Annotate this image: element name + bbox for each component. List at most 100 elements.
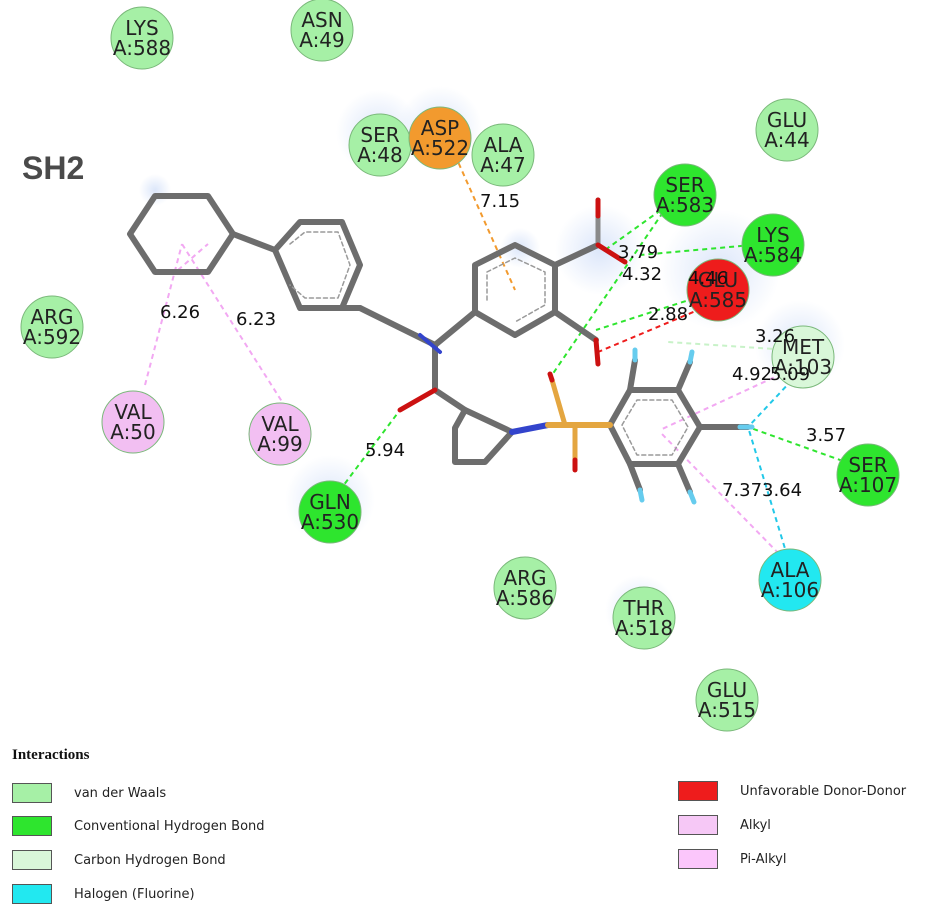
panel-label: SH2 (22, 150, 85, 186)
legend-swatch-chbond (12, 850, 52, 870)
residue-circle (101, 390, 165, 454)
distance-label-d-3-57: 3.57 (806, 425, 846, 446)
legend-swatch-pialkyl (678, 849, 718, 869)
residue-label: A:518 (615, 616, 673, 640)
distance-label-d-4-46: 4.46 (688, 268, 728, 289)
distance-label-d-3-79: 3.79 (618, 242, 658, 263)
residue-label: ALA (771, 558, 810, 582)
residue-label: A:583 (656, 193, 714, 217)
residue-label: VAL (261, 412, 299, 436)
residue-label: A:47 (480, 153, 526, 177)
legend-item-hbond: Conventional Hydrogen Bond (12, 815, 265, 837)
residue-label: ALA (484, 133, 523, 157)
residue-label: ARG (503, 566, 546, 590)
legend-item-pialkyl: Pi-Alkyl (678, 848, 786, 870)
line-halogen-a (747, 379, 793, 428)
residue-circle (110, 6, 174, 70)
legend-title: Interactions (12, 747, 90, 763)
residue-label: A:515 (698, 698, 756, 722)
residue-label: A:49 (299, 28, 345, 52)
legend-swatch-vdw (12, 783, 52, 803)
residue-circle (290, 0, 354, 62)
line-ser583-a (604, 204, 669, 251)
residue-label: GLN (309, 490, 351, 514)
legend-swatch-alkyl (678, 815, 718, 835)
residue-label: GLU (698, 268, 738, 292)
residue-label: ASP (421, 116, 459, 140)
line-val50-a (144, 243, 183, 386)
residue-label: A:107 (839, 473, 897, 497)
line-glu585-unfav (597, 304, 711, 353)
residue-label: ASN (301, 8, 342, 32)
residue-label: A:44 (764, 128, 810, 152)
residue-circle (836, 443, 900, 507)
line-pialkyl-a (659, 369, 791, 431)
residue-label: A:586 (496, 586, 554, 610)
distance-label-d-5-94: 5.94 (365, 440, 405, 461)
legend-label-halogen: Halogen (Fluorine) (74, 886, 195, 902)
legend-label-chbond: Carbon Hydrogen Bond (74, 852, 226, 868)
residue-label: A:99 (257, 432, 303, 456)
residue-label: A:588 (113, 36, 171, 60)
residue-circle (695, 668, 759, 732)
distance-label-d-5-09: 5.09 (770, 364, 810, 385)
line-lys584 (639, 244, 753, 256)
residue-circle (755, 98, 819, 162)
line-halogen-b (747, 426, 791, 566)
distance-label-d-4-92: 4.92 (732, 364, 772, 385)
legend-label-alkyl: Alkyl (740, 817, 771, 833)
legend-label-hbond: Conventional Hydrogen Bond (74, 818, 265, 834)
distance-label-d-3-64: 3.64 (762, 480, 802, 501)
distance-label-d-7-37: 7.37 (722, 480, 762, 501)
line-met103 (667, 341, 791, 351)
legend-label-pialkyl: Pi-Alkyl (740, 851, 787, 867)
legend-label-unfav: Unfavorable Donor-Donor (740, 783, 907, 799)
line-gln530 (333, 409, 401, 499)
residue-label: SER (360, 123, 399, 147)
distance-label-d-6-26: 6.26 (160, 302, 200, 323)
distance-label-d-7-15: 7.15 (480, 191, 520, 212)
line-ser583-b (551, 204, 669, 376)
residue-label: GLU (707, 678, 747, 702)
legend-swatch-halogen (12, 884, 52, 904)
residue-circle (20, 295, 84, 359)
legend-item-unfav: Unfavorable Donor-Donor (678, 780, 906, 802)
residue-circle (298, 480, 362, 544)
residue-circle (653, 163, 717, 227)
legend-swatch-hbond (12, 816, 52, 836)
residue-circle (248, 402, 312, 466)
residue-label: A:50 (110, 420, 156, 444)
residue-label: A:522 (411, 136, 469, 160)
distance-label-d-4-32: 4.32 (622, 264, 662, 285)
residue-label: A:530 (301, 510, 359, 534)
ligand-structure (127, 193, 755, 505)
legend-swatch-unfav (678, 781, 718, 801)
residue-label: A:585 (689, 288, 747, 312)
residue-circle (741, 213, 805, 277)
residue-label: SER (848, 453, 887, 477)
legend-item-halogen: Halogen (Fluorine) (12, 883, 195, 905)
residue-label: GLU (767, 108, 807, 132)
distance-label-d-3-26: 3.26 (755, 326, 795, 347)
residue-circle (758, 548, 822, 612)
distance-label-d-6-23: 6.23 (236, 309, 276, 330)
legend-label-vdw: van der Waals (74, 785, 167, 801)
residue-label: LYS (125, 16, 158, 40)
legend-item-alkyl: Alkyl (678, 814, 771, 836)
